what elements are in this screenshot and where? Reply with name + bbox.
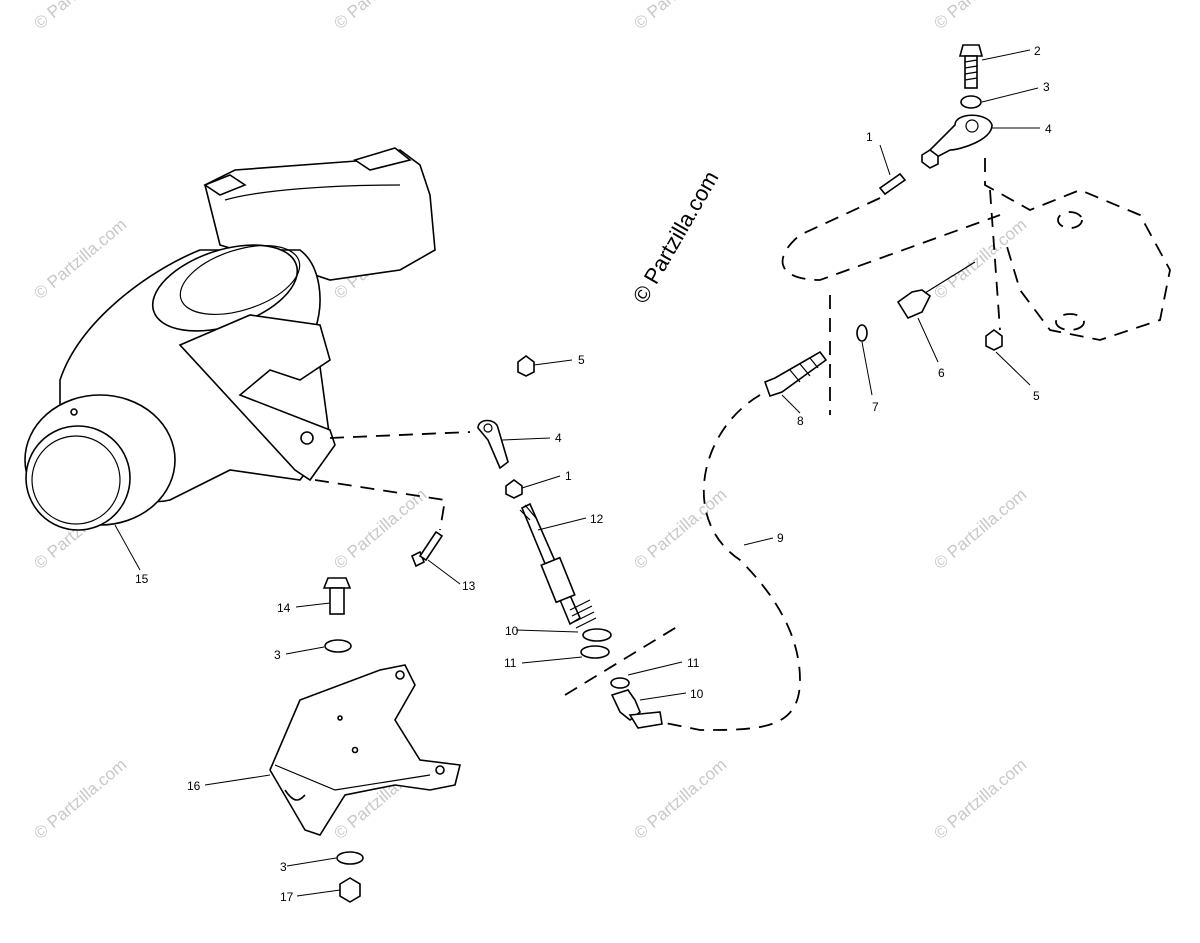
callout-1-center: 1 xyxy=(565,469,572,483)
callout-4-center: 4 xyxy=(555,431,562,445)
watermark: © Partzilla.com xyxy=(30,755,130,843)
callouts-top-right: 1 2 3 4 5 6 7 8 9 xyxy=(777,44,1052,545)
washer-part-7 xyxy=(856,324,868,342)
callout-11-center: 11 xyxy=(504,656,517,670)
cable-fitting-part-6 xyxy=(896,289,932,320)
watermark: © Partzilla.com xyxy=(930,485,1030,573)
nut-part-17 xyxy=(339,877,361,903)
washer-part-11-center xyxy=(580,645,610,659)
washer-part-3-upper xyxy=(324,639,352,653)
callouts-left: 15 14 3 16 3 17 xyxy=(135,572,294,904)
callout-14: 14 xyxy=(277,601,291,615)
watermark-center: © Partzilla.com xyxy=(628,167,724,308)
watermark: © Partzilla.com xyxy=(630,485,730,573)
housing-part-15 xyxy=(24,147,436,531)
callout-10-lower: 10 xyxy=(690,687,704,701)
callout-2: 2 xyxy=(1034,44,1041,58)
cable-routing xyxy=(314,189,1001,731)
callout-1-top: 1 xyxy=(866,130,873,144)
nut-part-1 xyxy=(505,479,523,499)
watermark: © Partzilla.com xyxy=(30,215,130,303)
callout-5-center: 5 xyxy=(578,353,585,367)
washer-part-11-lower xyxy=(610,677,630,689)
callout-13: 13 xyxy=(462,579,476,593)
rod-end-part-4 xyxy=(477,419,509,470)
watermark: © Partzilla.com xyxy=(930,0,1030,33)
callout-3-upper: 3 xyxy=(274,648,281,662)
screw-part-1-top xyxy=(878,172,907,196)
callout-17: 17 xyxy=(280,890,294,904)
callout-11-lower: 11 xyxy=(687,656,700,670)
cable-adjuster-part-8 xyxy=(763,350,828,398)
nut-part-5 xyxy=(517,355,535,377)
nut-part-10-lower xyxy=(610,689,641,722)
washer-part-3-lower xyxy=(336,851,364,865)
bracket-part-16 xyxy=(269,664,461,836)
callout-10-center: 10 xyxy=(505,624,519,638)
watermark: © Partzilla.com xyxy=(330,0,430,33)
callout-16: 16 xyxy=(187,779,201,793)
callout-9: 9 xyxy=(777,531,784,545)
center-linkage xyxy=(477,355,663,729)
bolt-part-13 xyxy=(410,530,444,568)
watermark: © Partzilla.com xyxy=(630,0,730,33)
watermark: © Partzilla.com xyxy=(930,755,1030,843)
callout-7: 7 xyxy=(872,400,879,414)
top-right-parts xyxy=(763,44,1171,398)
rod-end-part-4-top xyxy=(928,114,993,160)
washer-part-3-top xyxy=(960,95,982,109)
watermark: © Partzilla.com xyxy=(30,0,130,33)
callout-4-top: 4 xyxy=(1045,122,1052,136)
callout-6: 6 xyxy=(938,366,945,380)
nut-part-10-center xyxy=(582,628,612,642)
callout-12: 12 xyxy=(590,512,604,526)
bolt-part-2 xyxy=(958,44,984,57)
bolt-part-14 xyxy=(322,577,352,615)
callout-3-top: 3 xyxy=(1043,80,1050,94)
watermark: © Partzilla.com xyxy=(630,755,730,843)
leader-lines xyxy=(114,49,1040,897)
callout-3-lower: 3 xyxy=(280,860,287,874)
callout-15: 15 xyxy=(135,572,149,586)
callouts-center: 5 4 1 12 13 10 11 11 10 xyxy=(462,353,704,701)
watermark: © Partzilla.com xyxy=(930,215,1030,303)
callout-5-right: 5 xyxy=(1033,389,1040,403)
callout-8: 8 xyxy=(797,414,804,428)
nut-part-5-right xyxy=(985,329,1003,351)
